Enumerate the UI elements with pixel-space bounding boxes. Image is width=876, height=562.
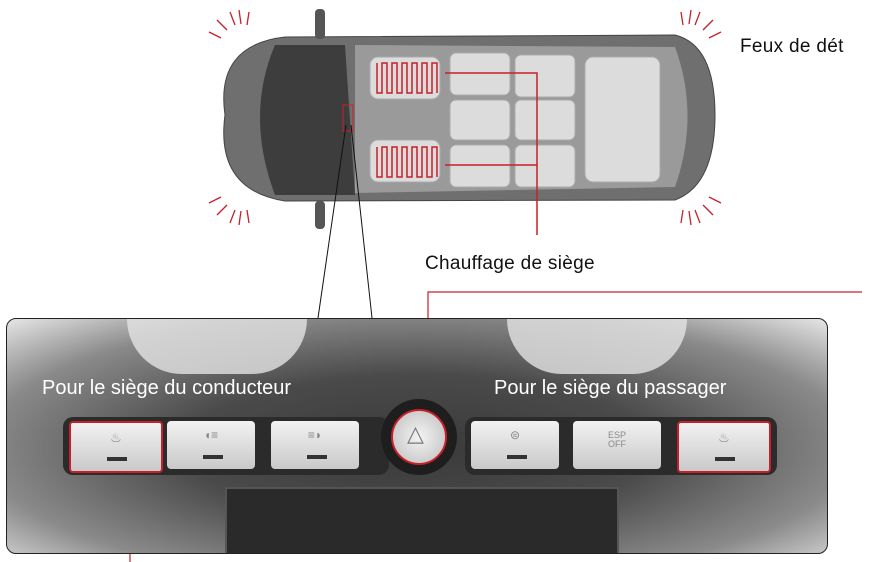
hazard-lights-label: Feux de dét (740, 36, 844, 57)
driver-seat-label: Pour le siège du conducteur (42, 377, 292, 399)
child-lock-icon: ⊜ (509, 428, 521, 442)
hazard-light-flash-icons (208, 9, 722, 226)
esp-off-icon: ESP OFF (607, 430, 626, 449)
left-button-row: ♨ ◖≡ ≡◗ (63, 417, 389, 475)
radio-display (225, 487, 619, 553)
seat-heating-passenger-icon: ♨ (718, 430, 730, 445)
hazard-icon: △ (407, 421, 424, 446)
fog-light-front-icon: ≡◗ (307, 428, 323, 442)
center-console-panel: Pour le siège du conducteur Pour le sièg… (6, 318, 828, 554)
seat-heating-driver-icon: ♨ (110, 430, 122, 445)
front-fog-light-button[interactable]: ≡◗ (271, 421, 359, 469)
rear-fog-light-button[interactable]: ◖≡ (167, 421, 255, 469)
switch-location-marker (342, 104, 354, 132)
seat-heating-label: Chauffage de siège (425, 253, 595, 274)
passenger-seat-label: Pour le siège du passager (494, 377, 727, 399)
hazard-button-surround: △ (381, 399, 457, 475)
right-button-row: ⊜ ESP OFF ♨ (465, 417, 777, 475)
passenger-seat-heating-button[interactable]: ♨ (677, 421, 771, 473)
seat-heating-coils (376, 62, 538, 235)
car-top-view (208, 9, 722, 235)
air-vents (127, 319, 687, 379)
esp-off-button[interactable]: ESP OFF (573, 421, 661, 469)
hazard-button[interactable]: △ (391, 409, 447, 465)
fog-light-rear-icon: ◖≡ (203, 428, 219, 442)
child-lock-button[interactable]: ⊜ (471, 421, 559, 469)
driver-seat-heating-button[interactable]: ♨ (69, 421, 163, 473)
